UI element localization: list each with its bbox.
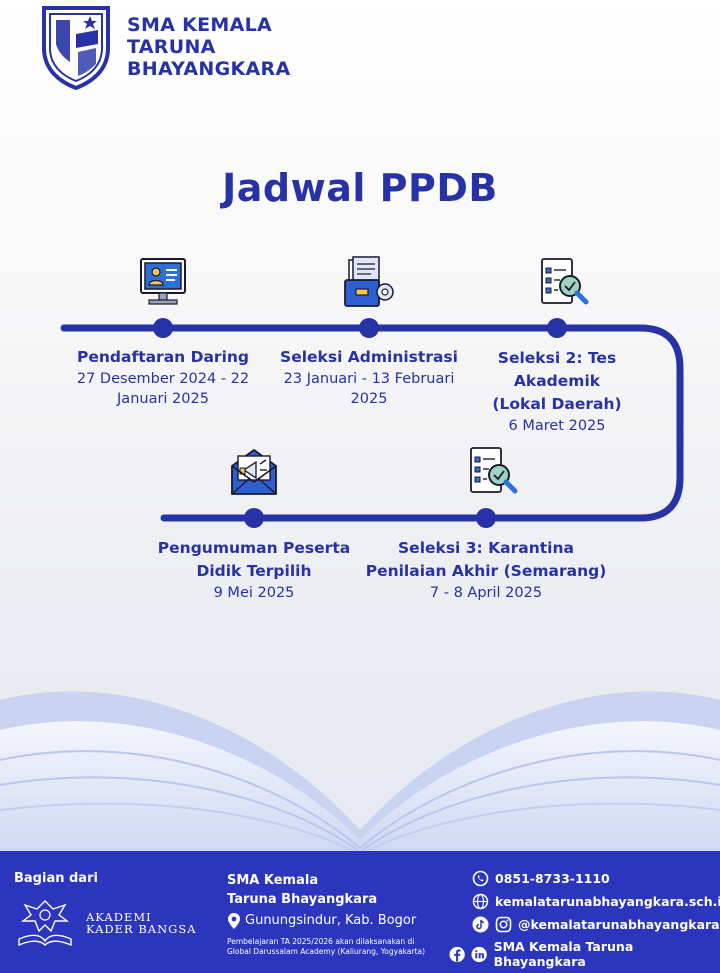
step-label: Akademik <box>513 372 601 390</box>
step-label: Seleksi 2: Tes <box>497 349 617 367</box>
instagram-icon <box>495 916 512 933</box>
school-name-line1: SMA KEMALA <box>127 14 273 36</box>
akademi-text: AKADEMI KADER BANGSA <box>86 911 197 935</box>
school-logo <box>42 6 110 90</box>
footer-website-row[interactable]: kemalatarunabhayangkara.sch.id <box>472 893 720 910</box>
step-date: 2025 <box>350 391 388 407</box>
step-date: 7 - 8 April 2025 <box>429 585 543 601</box>
globe-icon <box>472 893 489 910</box>
footer-social-name: SMA Kemala Taruna Bhayangkara <box>493 939 634 969</box>
footer-phone-row[interactable]: 0851-8733-1110 <box>472 870 610 887</box>
footer-note: Pembelajaran TA 2025/2026 akan dilaksana… <box>227 937 447 957</box>
footer-note-line2: Global Darussalam Academy (Kaliurang, Yo… <box>227 947 426 956</box>
timeline-dot-3 <box>547 318 567 338</box>
step-label: Pendaftaran Daring <box>76 348 250 366</box>
facebook-icon <box>449 946 465 962</box>
tiktok-icon <box>472 916 489 933</box>
footer-website: kemalatarunabhayangkara.sch.id <box>495 894 720 909</box>
footer-school-line1: SMA Kemala <box>227 873 319 888</box>
school-name-line3: BHAYANGKARA <box>127 58 291 80</box>
step-date: 23 Januari - 13 Februari <box>283 371 455 387</box>
footer: Bagian dari AKADEMI KADER BANGSA SMA Kem… <box>0 851 720 973</box>
open-book-decoration <box>0 691 720 855</box>
footer-bagian-dari: Bagian dari <box>14 871 98 886</box>
footer-social-handle: @kemalatarunabhayangkara <box>518 917 720 932</box>
footer-phone: 0851-8733-1110 <box>495 871 610 886</box>
step-pendaftaran: Pendaftaran Daring 27 Desember 2024 - 22… <box>53 346 273 409</box>
timeline-dot-5 <box>244 508 264 528</box>
school-name-line2: TARUNA <box>127 36 216 58</box>
document-search-icon <box>541 258 589 305</box>
step-date: Januari 2025 <box>117 391 209 407</box>
footer-note-line1: Pembelajaran TA 2025/2026 akan dilaksana… <box>227 937 415 946</box>
school-name: SMA KEMALA TARUNA BHAYANGKARA <box>127 14 367 80</box>
timeline-dot-2 <box>359 318 379 338</box>
step-label: Didik Terpilih <box>196 562 312 580</box>
step-label: Seleksi 3: Karantina <box>398 539 574 557</box>
timeline-dot-4 <box>476 508 496 528</box>
step-date: 27 Desember 2024 - 22 <box>76 371 250 387</box>
envelope-megaphone-icon <box>231 448 277 495</box>
footer-social-row[interactable]: @kemalatarunabhayangkara <box>472 916 720 933</box>
step-seleksi-3: Seleksi 3: Karantina Penilaian Akhir (Se… <box>356 537 616 603</box>
step-label: (Lokal Daerah) <box>492 395 622 413</box>
location-pin-icon <box>228 913 240 929</box>
footer-location: Gunungsindur, Kab. Bogor <box>245 913 417 928</box>
step-date: 6 Maret 2025 <box>508 418 606 434</box>
akademi-line2: KADER BANGSA <box>86 922 197 936</box>
step-pengumuman: Pengumuman Peserta Didik Terpilih 9 Mei … <box>144 537 364 603</box>
step-seleksi-2: Seleksi 2: Tes Akademik (Lokal Daerah) 6… <box>467 347 647 436</box>
akademi-line1: AKADEMI <box>86 910 152 924</box>
page-title: Jadwal PPDB <box>222 166 498 210</box>
timeline-line <box>60 318 684 528</box>
whatsapp-icon <box>472 870 489 887</box>
step-label: Pengumuman Peserta <box>157 539 351 557</box>
step-date: 9 Mei 2025 <box>213 585 295 601</box>
step-seleksi-administrasi: Seleksi Administrasi 23 Januari - 13 Feb… <box>259 346 479 409</box>
footer-social-name-row[interactable]: SMA Kemala Taruna Bhayangkara <box>449 939 720 969</box>
linkedin-icon <box>471 946 488 962</box>
briefcase-documents-icon <box>344 256 394 307</box>
step-label: Seleksi Administrasi <box>280 348 458 366</box>
document-search-icon <box>470 447 518 494</box>
footer-school-name: SMA Kemala Taruna Bhayangkara <box>227 871 377 909</box>
timeline-dot-1 <box>153 318 173 338</box>
akademi-logo-icon <box>18 900 72 947</box>
footer-school-line2: Taruna Bhayangkara <box>227 892 378 907</box>
computer-user-icon <box>140 258 186 305</box>
step-label: Penilaian Akhir (Semarang) <box>365 562 607 580</box>
